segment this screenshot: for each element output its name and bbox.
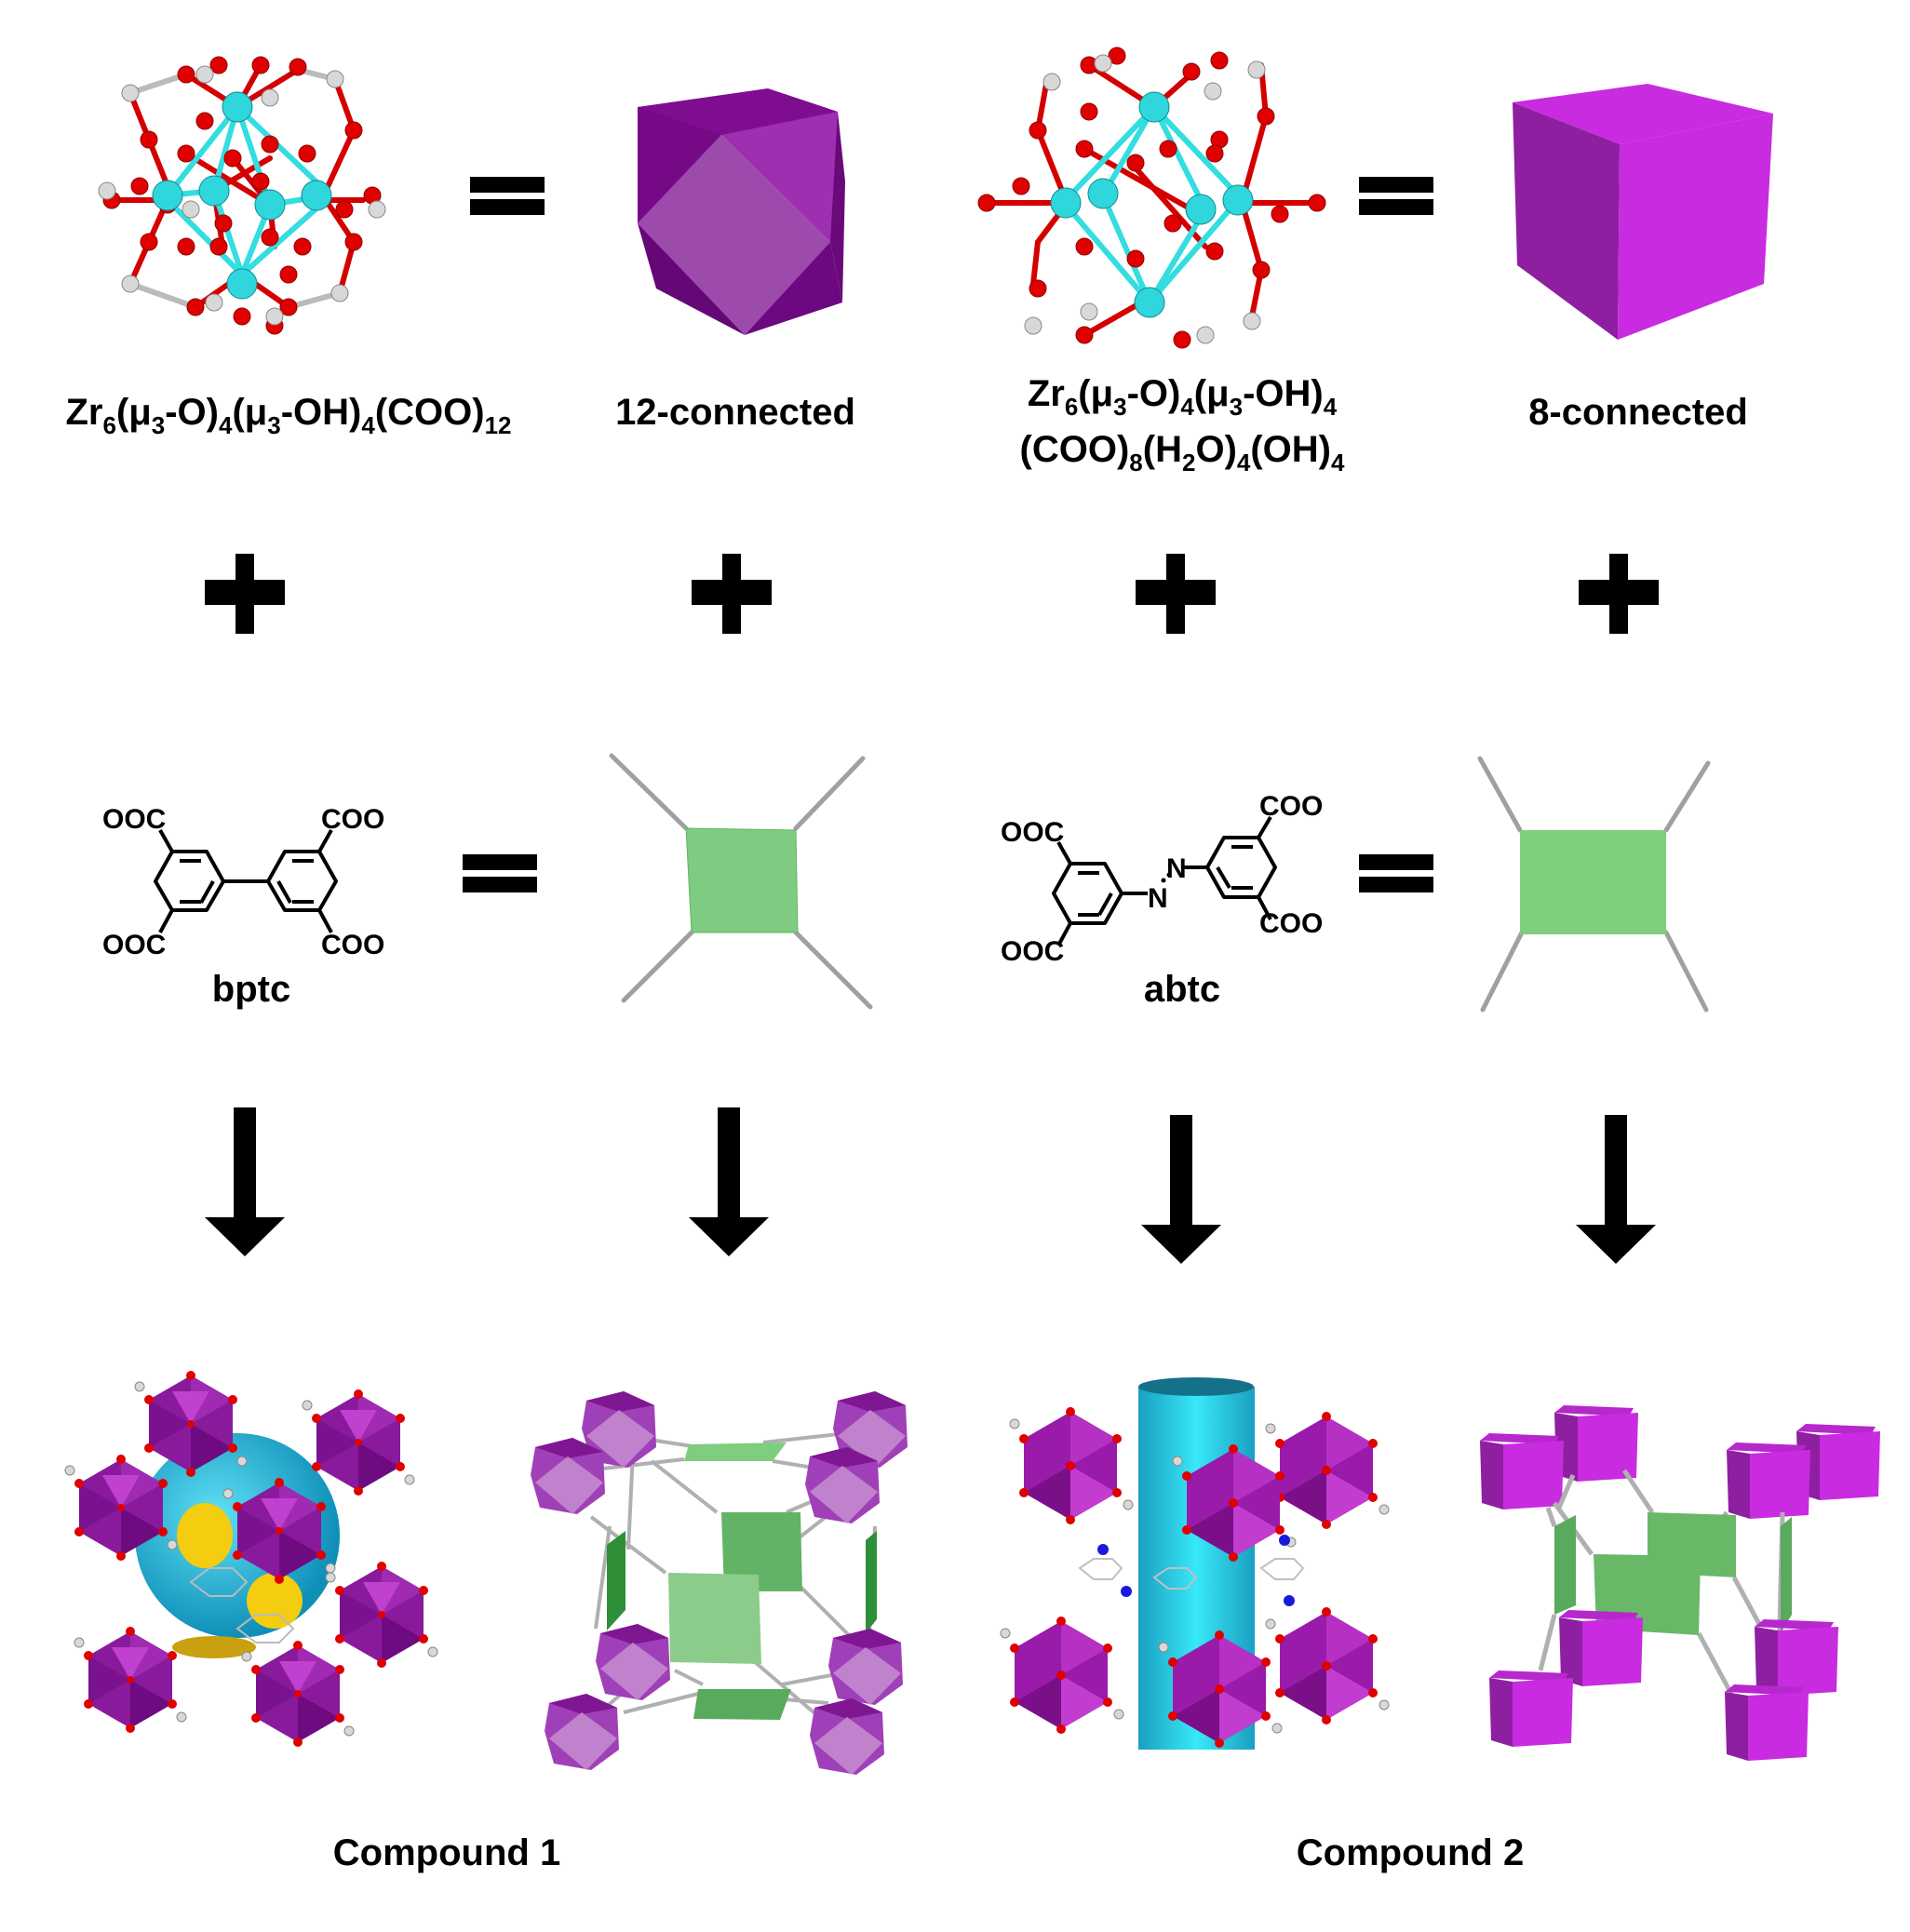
arrow-down-icon	[1576, 1115, 1656, 1264]
compound-2-topology-image	[1480, 1405, 1880, 1761]
plus-sign	[1579, 554, 1659, 634]
plus-sign	[205, 554, 285, 634]
compound-1-crystal-structure-image	[64, 1370, 438, 1748]
cube-node-image	[1513, 84, 1773, 340]
arrow-down-icon	[1141, 1115, 1221, 1264]
plus-sign	[1136, 554, 1216, 634]
substituent-label: OOC	[1001, 817, 1064, 848]
azo-nitrogen-label: N	[1166, 853, 1187, 884]
rectangle-linker-node-image	[1477, 756, 1711, 1013]
substituent-label: COO	[1259, 908, 1323, 939]
cuboctahedron-node-image	[638, 88, 845, 335]
abtc-linker-structure: N N OOC OOC COO COO	[1001, 791, 1323, 967]
substituent-label: COO	[321, 930, 384, 960]
substituent-label: OOC	[1001, 936, 1064, 967]
equals-sign	[463, 854, 537, 893]
bptc-linker-structure: OOC OOC COO COO	[102, 804, 384, 960]
zr6-cluster-12-connected-image	[98, 56, 386, 335]
compound-2-crystal-structure-image	[1000, 1377, 1390, 1750]
cluster-formula-line-1: Zr6(μ3-O)4(μ3-OH)4	[1027, 373, 1338, 421]
equals-sign	[1359, 854, 1433, 893]
substituent-label: COO	[1259, 791, 1323, 822]
oxygen-atoms	[102, 56, 382, 335]
substituent-label: OOC	[102, 804, 166, 835]
compound-1-topology-image	[531, 1391, 908, 1775]
zirconium-atoms	[152, 91, 332, 300]
compound-1-label: Compound 1	[332, 1832, 561, 1873]
linker-name-abtc: abtc	[1143, 969, 1221, 1010]
plus-sign	[692, 554, 772, 634]
cluster-formula-8-connected: Zr6(μ3-O)4(μ3-OH)4 (COO)8(H2O)4(OH)4	[1005, 370, 1359, 476]
linker-name-bptc: bptc	[211, 969, 291, 1010]
cluster-formula-line-2: (COO)8(H2O)4(OH)4	[1019, 429, 1345, 476]
arrow-down-icon	[205, 1107, 285, 1256]
zr6-cluster-8-connected-image	[977, 47, 1326, 349]
equals-sign	[470, 177, 545, 216]
substituent-label: OOC	[102, 930, 166, 960]
compound-2-label: Compound 2	[1296, 1832, 1525, 1873]
node-label-8-connected: 8-connected	[1528, 392, 1748, 433]
equals-sign	[1359, 177, 1433, 216]
azo-nitrogen-label: N	[1148, 883, 1168, 914]
substituent-label: COO	[321, 804, 384, 835]
cluster-formula-12-connected: Zr6(μ3-O)4(μ3-OH)4(COO)12	[65, 392, 512, 439]
arrow-down-icon	[689, 1107, 769, 1256]
square-linker-node-image	[609, 753, 873, 1010]
node-label-12-connected: 12-connected	[615, 392, 855, 433]
